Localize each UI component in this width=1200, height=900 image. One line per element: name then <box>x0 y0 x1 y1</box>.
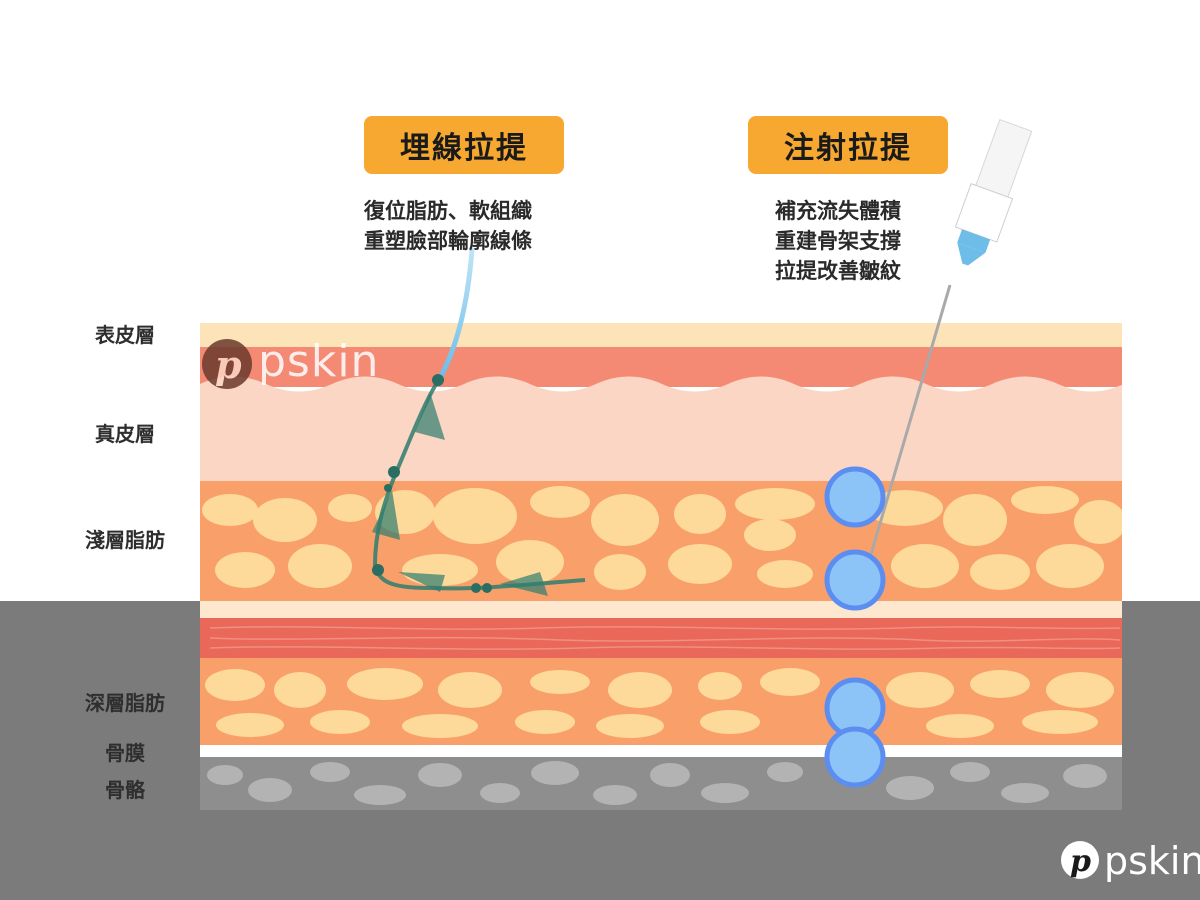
label-dermis: 真皮層 <box>60 418 190 447</box>
brand-logo: p pskin <box>1058 836 1200 886</box>
injection-desc-line: 補充流失體積 <box>775 196 945 226</box>
filler-dermis-fat <box>827 469 883 525</box>
injection-lift-badge: 注射拉提 <box>748 116 948 174</box>
filler-periosteum <box>827 729 883 785</box>
injection-desc-line: 重建骨架支撐 <box>775 226 945 256</box>
label-epidermis: 表皮層 <box>60 319 190 348</box>
thread-lift-title: 埋線拉提 <box>400 123 528 167</box>
brand-logo-text: pskin <box>1104 839 1200 883</box>
label-periosteum: 骨膜 <box>60 737 190 766</box>
dermis-layer <box>200 377 1124 483</box>
brand-logo-icon: p <box>1058 838 1102 884</box>
injection-desc-line: 拉提改善皺紋 <box>775 256 945 286</box>
svg-text:p: p <box>215 342 242 387</box>
thread-lift-badge: 埋線拉提 <box>364 116 564 174</box>
injection-lift-title: 注射拉提 <box>784 123 912 167</box>
thread-desc-line: 復位脂肪、軟組織 <box>364 196 594 226</box>
watermark-text: pskin <box>258 336 379 386</box>
filler-superficial-fat <box>827 552 883 608</box>
injection-lift-description: 補充流失體積 重建骨架支撐 拉提改善皺紋 <box>775 196 945 286</box>
fascia-layer <box>200 601 1122 618</box>
label-bone: 骨骼 <box>60 774 190 803</box>
svg-text:p: p <box>1070 844 1091 879</box>
thread-desc-line: 重塑臉部輪廓線條 <box>364 226 594 256</box>
label-deep-fat: 深層脂肪 <box>60 687 190 716</box>
watermark-logo: p <box>202 339 252 389</box>
label-superficial-fat: 淺層脂肪 <box>60 524 190 553</box>
thread-lift-description: 復位脂肪、軟組織 重塑臉部輪廓線條 <box>364 196 594 256</box>
periosteum-layer <box>200 745 1122 757</box>
